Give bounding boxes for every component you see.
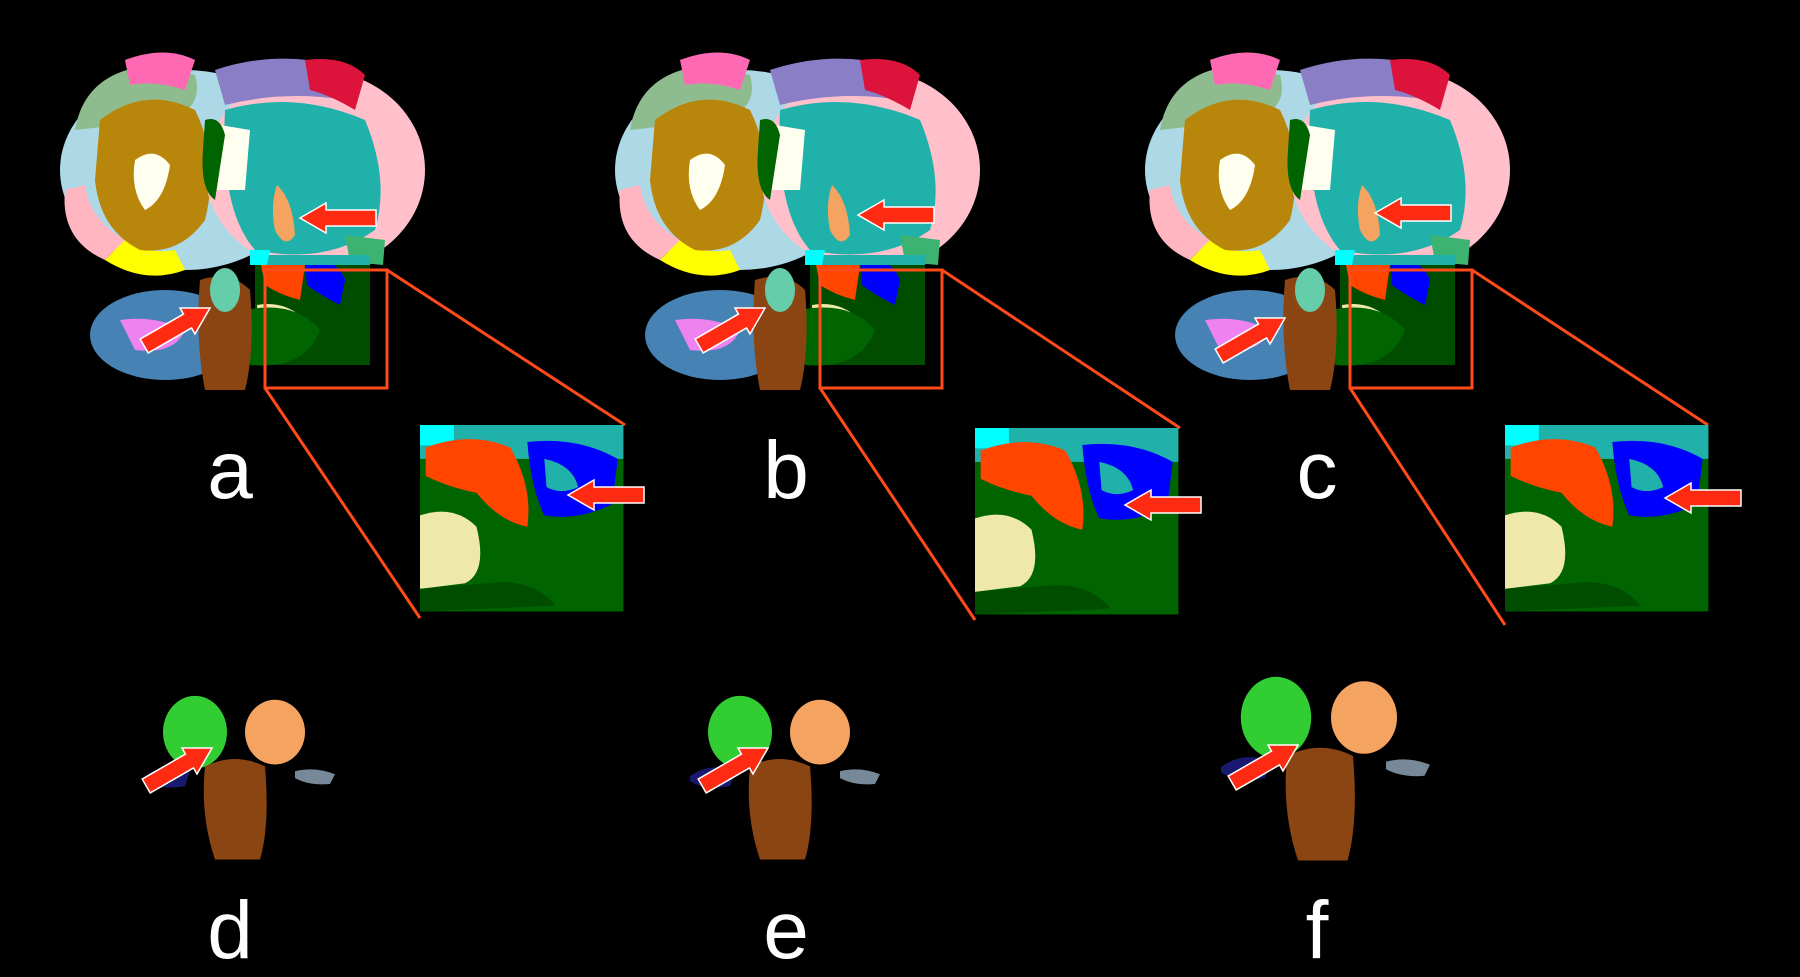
panel-label-d: d: [207, 885, 253, 976]
panel-label-e: e: [763, 885, 809, 976]
panel-label-f: f: [1305, 885, 1329, 976]
panel-label-b: b: [763, 425, 809, 516]
panel-b-slice: [615, 52, 1202, 621]
panel-a-slice: [60, 52, 645, 619]
panel-c-slice: [1145, 52, 1742, 626]
panel-label-c: c: [1296, 425, 1338, 516]
panel-label-a: a: [207, 425, 253, 516]
